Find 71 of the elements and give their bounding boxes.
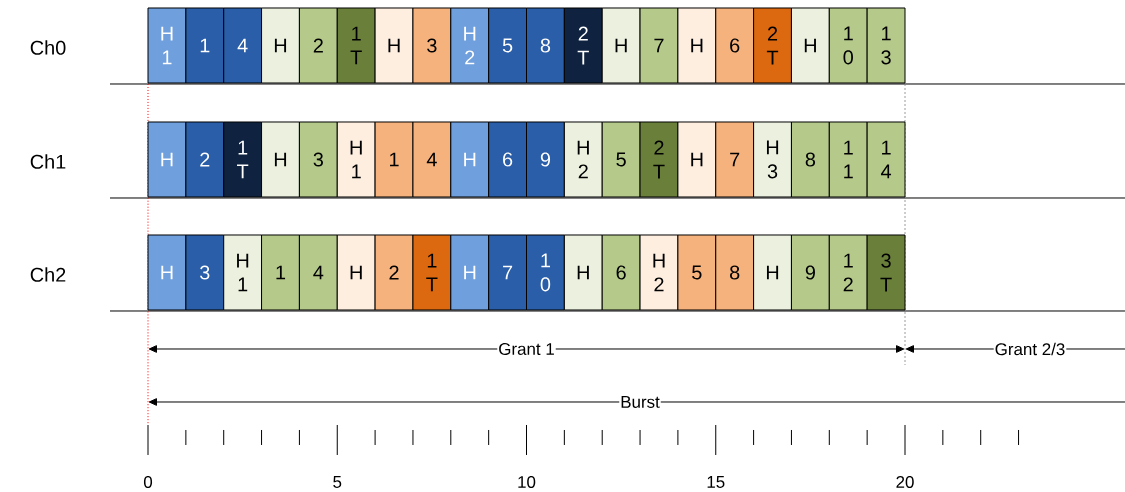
- packet-cell: H: [374, 7, 414, 84]
- packet-cell: 2 T: [639, 121, 679, 198]
- packet-cell: 3: [185, 234, 225, 311]
- packet-cell: 3: [298, 121, 338, 198]
- packet-cell: 2: [298, 7, 338, 84]
- channel-label: Ch2: [28, 266, 68, 283]
- axis-number: 15: [705, 475, 727, 489]
- packet-cell: 1 0: [526, 234, 565, 311]
- packet-cell: H: [147, 234, 187, 311]
- packet-cell: 4: [298, 234, 338, 311]
- packet-cell: 1 T: [223, 121, 263, 198]
- packet-cell: H: [601, 7, 641, 84]
- dimension-label: Burst: [619, 395, 661, 409]
- packet-cell: 1 3: [866, 7, 906, 84]
- dimension-label: Grant 1: [497, 342, 556, 356]
- channel-label: Ch0: [28, 39, 68, 56]
- packet-cell: H: [261, 7, 300, 84]
- packet-cell: H: [336, 234, 376, 311]
- packet-cell: 7: [639, 7, 679, 84]
- packet-cell: 3 T: [866, 234, 906, 311]
- packet-cell: 3: [412, 7, 452, 84]
- packet-cell: H: [450, 234, 490, 311]
- packet-cell: 5: [488, 7, 527, 84]
- packet-cell: 2: [374, 234, 414, 311]
- packet-cell: H 1: [223, 234, 263, 311]
- packet-cell: 2 T: [563, 7, 603, 84]
- packet-cell: H 2: [639, 234, 679, 311]
- packet-cell: 6: [601, 234, 641, 311]
- packet-cell: 1 T: [412, 234, 452, 311]
- packet-cell: H: [677, 121, 717, 198]
- packet-cell: H 2: [563, 121, 603, 198]
- packet-cell: 2 T: [753, 7, 792, 84]
- axis-number: 10: [516, 475, 537, 489]
- packet-cell: H 1: [147, 7, 187, 84]
- packet-cell: 1: [374, 121, 414, 198]
- packet-cell: 7: [715, 121, 755, 198]
- packet-cell: H: [790, 7, 830, 84]
- packet-cell: 4: [223, 7, 263, 84]
- axis-number: 0: [142, 475, 154, 489]
- packet-cell: 7: [488, 234, 527, 311]
- channel-label: Ch1: [28, 153, 68, 170]
- packet-cell: H: [147, 121, 187, 198]
- packet-cell: 9: [526, 121, 565, 198]
- axis-number: 20: [894, 475, 916, 489]
- packet-cell: 9: [790, 234, 830, 311]
- packet-cell: H 1: [336, 121, 376, 198]
- packet-cell: 1 0: [828, 7, 868, 84]
- packet-cell: 1 T: [336, 7, 376, 84]
- packet-cell: 5: [601, 121, 641, 198]
- packet-cell: 1 4: [866, 121, 906, 198]
- packet-cell: 1 2: [828, 234, 868, 311]
- packet-cell: 6: [715, 7, 755, 84]
- packet-cell: H 2: [450, 7, 490, 84]
- packet-cell: 8: [526, 7, 565, 84]
- packet-cell: H 3: [753, 121, 792, 198]
- axis-number: 5: [331, 475, 343, 489]
- packet-cell: 4: [412, 121, 452, 198]
- packet-cell: H: [450, 121, 490, 198]
- packet-cell: 6: [488, 121, 527, 198]
- packet-cell: H: [261, 121, 300, 198]
- packet-cell: 5: [677, 234, 717, 311]
- packet-cell: H: [677, 7, 717, 84]
- dimension-label: Grant 2/3: [993, 341, 1067, 357]
- packet-cell: 1: [185, 7, 225, 84]
- packet-cell: 1 1: [828, 121, 868, 198]
- packet-cell: 1: [261, 234, 300, 311]
- packet-cell: H: [563, 234, 603, 311]
- packet-cell: 8: [790, 121, 830, 198]
- packet-cell: 8: [715, 234, 755, 311]
- packet-cell: 2: [185, 121, 225, 198]
- packet-cell: H: [753, 234, 792, 311]
